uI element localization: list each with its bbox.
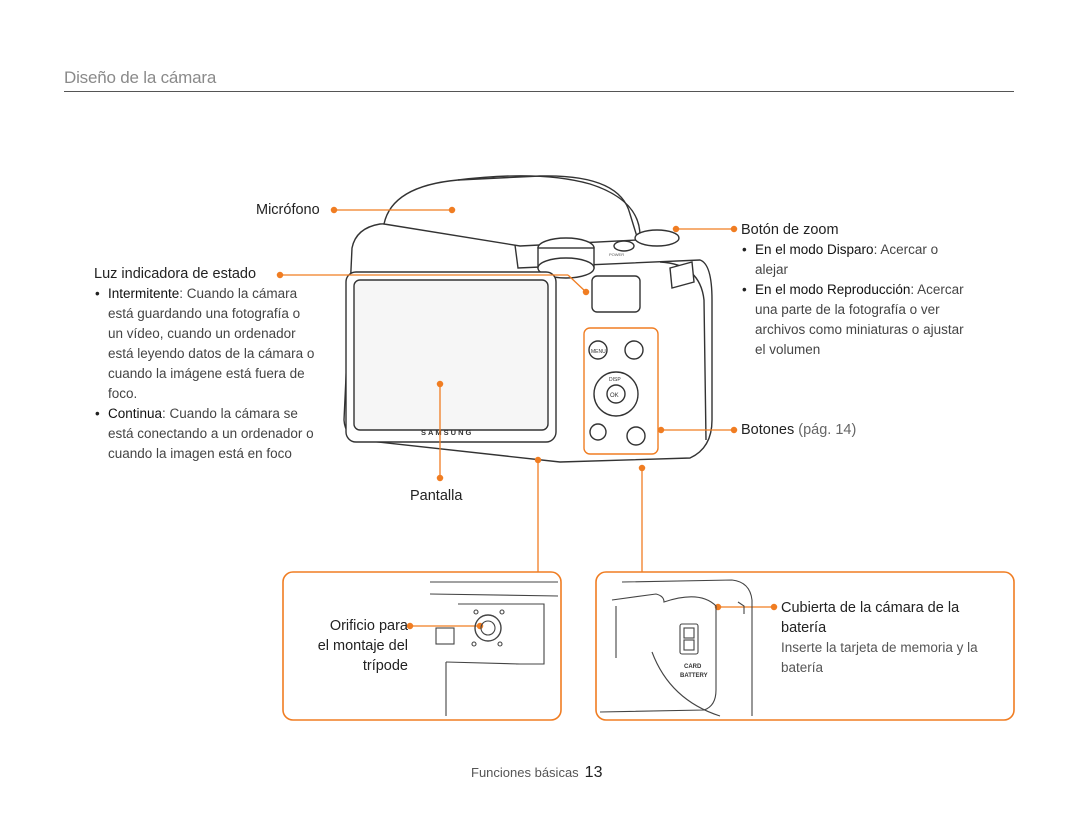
footer-section: Funciones básicas [471,765,579,780]
tripod-label-line2: el montaje del [317,638,408,654]
tripod-label-line1: Orificio para [329,618,408,634]
callout-leaders [276,206,778,630]
page-footer: Funciones básicas 13 [471,764,602,782]
battery-mark: BATTERY [680,673,708,679]
buttons-label: Botones [741,422,795,438]
ok-mark: OK [610,393,619,399]
battery-cover-label: Cubierta de la cámara de la batería [781,600,960,636]
list-item: Intermitente: Cuando la cámara está guar… [94,284,316,404]
microphone-label: Micrófono [256,202,320,218]
list-item: En el modo Reproducción: Acercar una par… [741,280,967,360]
tripod-callout: Orificio para el montaje del trípode [300,616,408,676]
battery-cover-callout: Cubierta de la cámara de la batería Inse… [781,598,991,678]
page-title: Diseño de la cámara [64,68,217,87]
camera-body [343,175,713,463]
zoom-button-list: En el modo Disparo: Acercar o alejar En … [741,240,967,360]
buttons-page-ref: (pág. 14) [798,422,857,438]
list-item: En el modo Disparo: Acercar o alejar [741,240,967,280]
status-light-label: Luz indicadora de estado [94,266,257,282]
brand-mark: SAMSUNG [421,428,473,437]
status-light-list: Intermitente: Cuando la cámara está guar… [94,284,316,464]
menu-mark: MENU [591,349,606,355]
buttons-callout: Botones (pág. 14) [741,420,856,440]
tripod-detail-box [282,571,562,721]
tripod-label-line3: trípode [362,658,408,674]
list-item: Continua: Cuando la cámara se está conec… [94,404,316,464]
zoom-button-callout: Botón de zoom En el modo Disparo: Acerca… [741,220,981,360]
zoom-button-label: Botón de zoom [741,222,839,238]
screen-label: Pantalla [410,488,463,504]
battery-detail-drawing [599,579,753,717]
card-mark: CARD [684,664,702,670]
tripod-detail-drawing [429,581,559,716]
battery-cover-note: Inserte la tarjeta de memoria y la bater… [781,640,978,675]
power-mark: POWER [609,252,624,257]
page-number: 13 [584,764,603,781]
disp-mark: DISP [609,377,621,383]
title-divider [64,91,1014,92]
battery-detail-box [595,571,1015,721]
status-light-callout: Luz indicadora de estado Intermitente: C… [94,264,324,464]
